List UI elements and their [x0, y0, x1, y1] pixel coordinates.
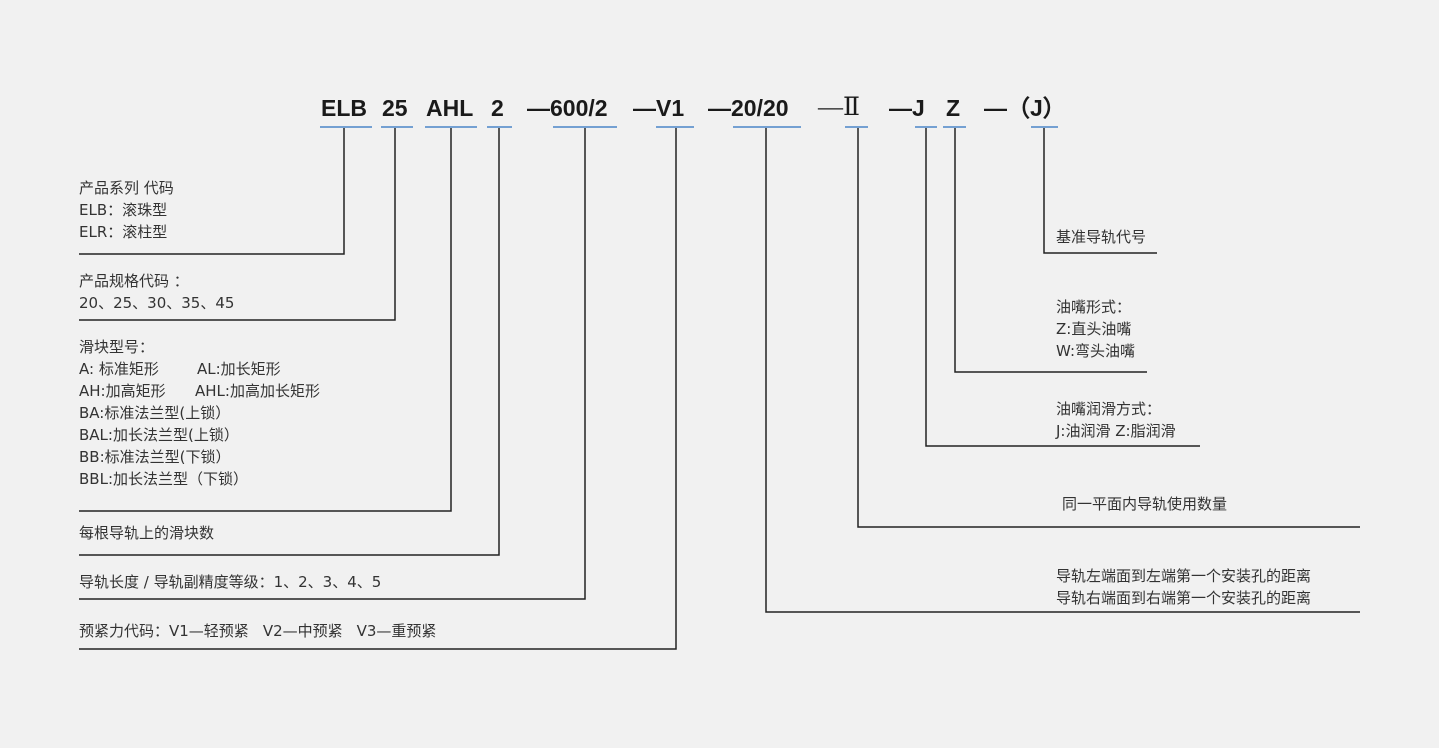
desc-block-type: 滑块型号： A: 标准矩形 AL:加长矩形 AH:加高矩形 AHL:加高加长矩形 B… [79, 336, 320, 490]
code-lubrication: —J [889, 95, 925, 121]
leader-series [79, 128, 345, 255]
leader-end-distance [765, 128, 1360, 613]
desc-block-type-title: 滑块型号： [79, 338, 155, 356]
desc-size-title: 产品规格代码 ： [79, 272, 189, 290]
desc-block-type-line: A: 标准矩形 [79, 360, 159, 378]
desc-series-line: ELB：滚珠型 [79, 201, 168, 219]
leader-reference-rail [1043, 128, 1157, 254]
code-rail-count: —Ⅱ [818, 94, 860, 121]
desc-block-type-line: BAL:加长法兰型(上锁） [79, 426, 239, 444]
desc-preload-title: 预紧力代码：V1—轻预紧 V2—中预紧 V3—重预紧 [79, 620, 436, 642]
desc-block-type-row: A: 标准矩形 AL:加长矩形 [79, 358, 320, 380]
desc-size: 产品规格代码 ： 20、25、30、35、45 [79, 270, 234, 314]
desc-series-title: 产品系列 代码 [79, 179, 174, 197]
desc-end-distance-line: 导轨右端面到右端第一个安装孔的距离 [1056, 589, 1312, 607]
desc-block-type-line: AHL:加高加长矩形 [195, 382, 320, 400]
desc-reference-rail-title: 基准导轨代号 [1056, 228, 1147, 246]
code-length-precision: —600/2 [527, 95, 608, 121]
desc-block-type-line: BBL:加长法兰型（下锁） [79, 470, 248, 488]
desc-blocks-per-rail: 每根导轨上的滑块数 [79, 522, 214, 544]
desc-preload-part: V2—中预紧 [262, 622, 343, 640]
code-size: 25 [382, 95, 408, 121]
desc-block-type-line: BA:标准法兰型(上锁） [79, 404, 231, 422]
desc-length-precision: 导轨长度 / 导轨副精度等级：1、2、3、4、5 [79, 571, 381, 593]
desc-block-type-line: AH:加高矩形 [79, 382, 166, 400]
leader-length-precision [79, 128, 586, 600]
desc-preload-part: 预紧力代码：V1—轻预紧 [79, 622, 249, 640]
desc-end-distance: 导轨左端面到左端第一个安装孔的距离 导轨右端面到右端第一个安装孔的距离 [1056, 565, 1311, 609]
desc-lubrication-title: 油嘴润滑方式： [1056, 400, 1162, 418]
leader-nozzle-form [954, 128, 1147, 373]
desc-reference-rail: 基准导轨代号 [1056, 226, 1146, 248]
leader-preload [79, 128, 677, 650]
code-block-type: AHL [426, 95, 474, 121]
code-end-distance: —20/20 [708, 95, 789, 121]
leader-rail-count [857, 128, 1360, 528]
desc-end-distance-line: 导轨左端面到左端第一个安装孔的距离 [1056, 567, 1312, 585]
desc-lubrication: 油嘴润滑方式： J:油润滑 Z:脂润滑 [1056, 398, 1176, 442]
desc-preload-part: V3—重预紧 [356, 622, 437, 640]
leader-blocks-per-rail [79, 128, 500, 556]
desc-nozzle-form-line: Z:直头油嘴 [1056, 320, 1132, 338]
desc-nozzle-form-line: W:弯头油嘴 [1056, 342, 1136, 360]
leader-lubrication [925, 128, 1200, 447]
desc-rail-count-title: 同一平面内导轨使用数量 [1062, 495, 1228, 513]
code-preload: —V1 [633, 95, 685, 121]
desc-nozzle-form: 油嘴形式： Z:直头油嘴 W:弯头油嘴 [1056, 296, 1135, 362]
desc-preload: 预紧力代码：V1—轻预紧 V2—中预紧 V3—重预紧 [79, 620, 436, 642]
desc-block-type-row: AH:加高矩形 AHL:加高加长矩形 [79, 380, 320, 402]
desc-rail-count: 同一平面内导轨使用数量 [1062, 493, 1227, 515]
code-blocks-per-rail: 2 [491, 95, 504, 121]
desc-length-precision-title: 导轨长度 / 导轨副精度等级：1、2、3、4、5 [79, 573, 382, 591]
desc-size-line: 20、25、30、35、45 [79, 294, 235, 312]
leader-size [79, 128, 396, 321]
desc-block-type-line: AL:加长矩形 [197, 360, 281, 378]
desc-lubrication-line: J:油润滑 Z:脂润滑 [1056, 422, 1176, 440]
leader-block-type [79, 128, 452, 512]
desc-nozzle-form-title: 油嘴形式： [1056, 298, 1132, 316]
code-reference-rail: —（J） [984, 95, 1066, 121]
code-series: ELB [321, 95, 367, 121]
desc-blocks-per-rail-title: 每根导轨上的滑块数 [79, 524, 215, 542]
desc-series: 产品系列 代码 ELB：滚珠型 ELR：滚柱型 [79, 177, 174, 243]
code-nozzle-form: Z [946, 95, 961, 121]
desc-block-type-line: BB:标准法兰型(下锁） [79, 448, 231, 466]
desc-series-line: ELR：滚柱型 [79, 223, 168, 241]
